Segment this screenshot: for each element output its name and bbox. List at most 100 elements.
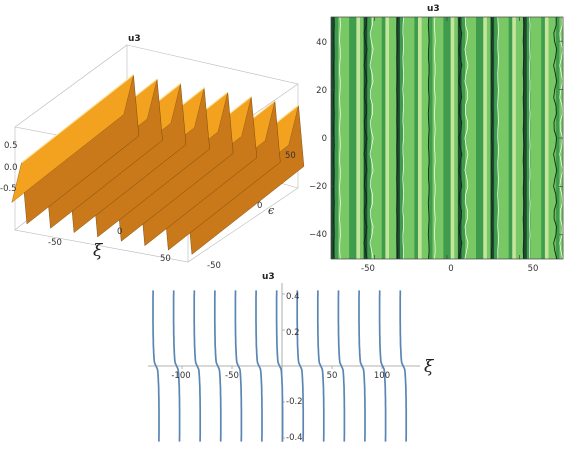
x-tick: -50 xyxy=(225,371,239,381)
density-stripe xyxy=(374,17,379,259)
x-tick: 50 xyxy=(327,371,338,381)
z-tick: -0.5 xyxy=(0,184,17,194)
contour-line xyxy=(396,16,398,260)
contour-line xyxy=(369,16,374,260)
y-tick: -0.2 xyxy=(286,397,303,407)
branch-curve xyxy=(399,290,408,442)
branch-curve xyxy=(234,290,243,442)
density-stripe xyxy=(396,17,401,259)
density-stripe xyxy=(450,17,455,259)
density-y-ticks: 40 20 0 −20 −40 xyxy=(309,38,327,240)
y-tick: 0 xyxy=(322,134,327,144)
density-stripe xyxy=(530,17,535,259)
y-tick: -0.4 xyxy=(286,433,303,443)
density-stripe xyxy=(494,17,499,259)
surface-ridge-crest xyxy=(21,74,134,164)
branch-curve xyxy=(378,290,387,442)
density-stripe xyxy=(345,17,350,259)
contour-line xyxy=(522,16,525,260)
density-stripe xyxy=(439,17,444,259)
density-stripe xyxy=(410,17,415,259)
density-stripe xyxy=(552,17,557,259)
branch-curve xyxy=(316,290,325,442)
density-stripe xyxy=(486,17,491,259)
surface-title: u3 xyxy=(128,34,141,44)
y-tick: -50 xyxy=(207,261,221,271)
density-stripe xyxy=(428,17,433,259)
density-x-ticks: -50 0 50 xyxy=(361,264,538,274)
y-tick: 50 xyxy=(285,151,296,161)
surface-y-ticks: -50 0 50 xyxy=(207,151,296,271)
density-stripe xyxy=(523,17,528,259)
density-stripe xyxy=(519,17,524,259)
contour-line xyxy=(458,16,463,260)
density-stripe xyxy=(501,17,506,259)
density-stripe xyxy=(407,17,412,259)
contour-line xyxy=(464,16,469,260)
density-stripe xyxy=(418,17,423,259)
density-stripe xyxy=(490,17,495,259)
surface-ylabel: ϵ xyxy=(268,204,274,217)
line-plot: u3 -100 -50 50 100 0.4 0.2 -0.2 -0.4 ξ xyxy=(148,272,435,443)
line-title: u3 xyxy=(262,272,275,282)
surface-x-ticks: -50 0 50 xyxy=(48,227,171,264)
y-tick: 0 xyxy=(257,201,262,211)
density-stripe xyxy=(363,17,368,259)
z-tick: 0.5 xyxy=(4,141,18,151)
density-plot: u3 -50 0 50 40 20 0 −20 −40 xyxy=(309,4,564,274)
branch-curve xyxy=(172,290,181,442)
branch-curve xyxy=(337,290,346,442)
density-stripe xyxy=(392,17,397,259)
contour-line xyxy=(497,16,499,260)
line-y-ticks: 0.4 0.2 -0.2 -0.4 xyxy=(286,292,303,443)
density-stripe xyxy=(360,17,365,259)
density-stripe xyxy=(421,17,426,259)
density-stripe xyxy=(378,17,383,259)
x-tick: 0 xyxy=(448,264,453,274)
x-tick: 50 xyxy=(160,254,171,264)
x-tick: -50 xyxy=(361,264,375,274)
contour-line xyxy=(553,17,558,260)
surface-plot: u3 0.5 0.0 -0.5 -50 0 50 -50 0 50 ξ ϵ xyxy=(0,34,305,271)
density-stripe xyxy=(537,17,542,259)
density-stripe xyxy=(403,17,408,259)
density-stripe xyxy=(512,17,517,259)
density-title: u3 xyxy=(427,4,440,14)
density-stripe xyxy=(385,17,390,259)
line-branches xyxy=(152,290,408,442)
density-stripe xyxy=(381,17,386,259)
density-stripe xyxy=(534,17,539,259)
surface-xlabel: ξ xyxy=(93,241,104,261)
surface-ridge-slope xyxy=(11,74,134,204)
y-tick: −40 xyxy=(309,230,327,240)
x-tick: 100 xyxy=(374,371,390,381)
contour-line xyxy=(427,16,430,260)
y-tick: −20 xyxy=(309,182,327,192)
density-stripe xyxy=(454,17,459,259)
contour-line xyxy=(363,16,368,260)
y-tick: 0.4 xyxy=(286,292,300,302)
density-stripe xyxy=(461,17,466,259)
density-stripe xyxy=(447,17,452,259)
x-tick: 0 xyxy=(117,227,122,237)
density-stripe xyxy=(334,17,339,259)
line-xlabel: ξ xyxy=(424,357,435,377)
branch-curve xyxy=(152,290,160,442)
density-stripe xyxy=(341,17,346,259)
z-tick: 0.0 xyxy=(4,163,18,173)
density-stripe xyxy=(465,17,470,259)
branch-curve xyxy=(193,290,202,442)
surface-z-ticks: 0.5 0.0 -0.5 xyxy=(0,141,18,194)
density-stripe xyxy=(541,17,546,259)
density-stripe xyxy=(497,17,502,259)
branch-curve xyxy=(275,290,284,442)
density-stripe xyxy=(544,17,549,259)
density-stripe xyxy=(483,17,488,259)
branch-curve xyxy=(255,290,263,442)
density-stripe xyxy=(389,17,394,259)
density-stripe xyxy=(472,17,477,259)
x-tick: 50 xyxy=(528,264,539,274)
surface-ribbons xyxy=(11,74,305,255)
density-stripe xyxy=(479,17,484,259)
